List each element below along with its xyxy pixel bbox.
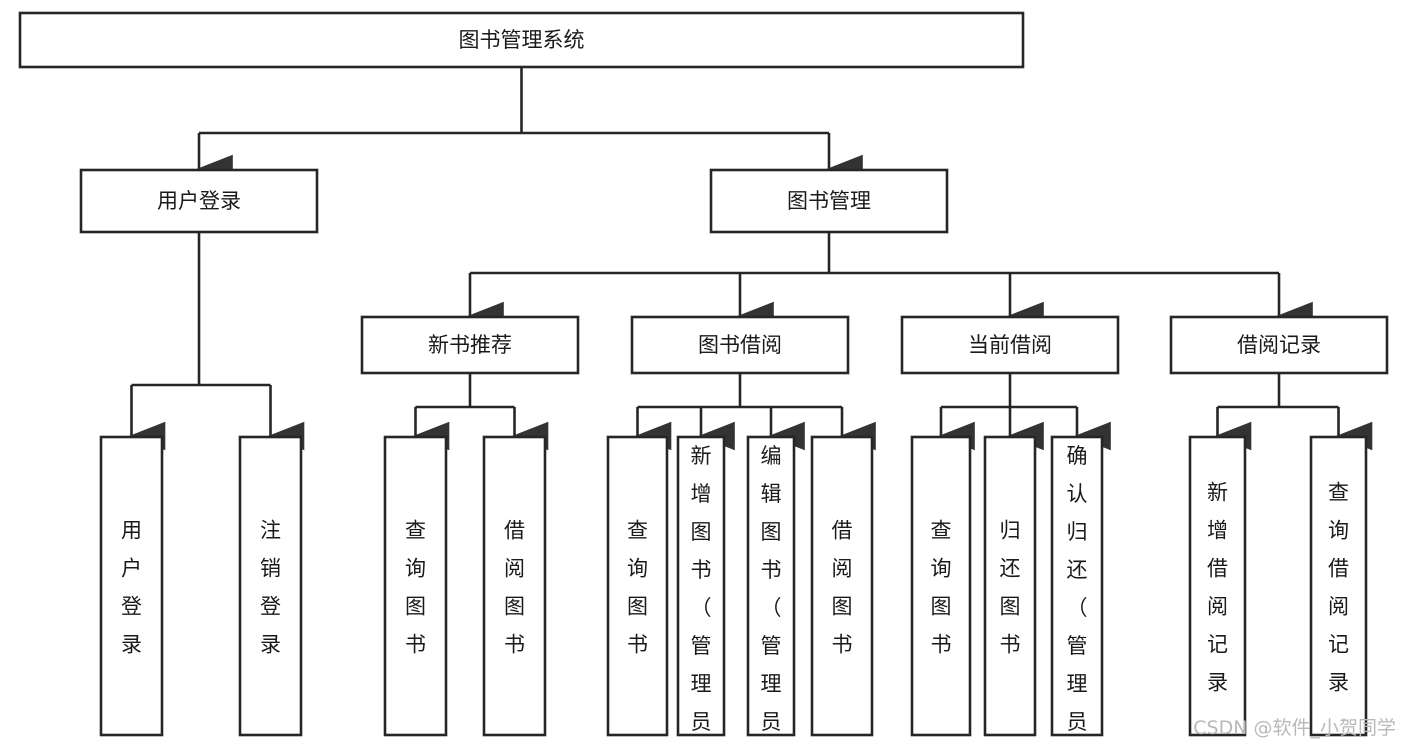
node-label: 新增图书（管理员）: [691, 444, 712, 747]
node-label: 当前借阅: [968, 333, 1052, 357]
node-box: [383, 435, 448, 737]
node-label: 编辑图书（管理员）: [761, 444, 782, 747]
node-leaf-查询图书[interactable]: 查询图书: [910, 435, 972, 737]
node-box: [606, 435, 669, 737]
node-label: 查询图书: [405, 518, 426, 656]
node-label: 图书管理: [787, 189, 871, 213]
node-box: [1188, 435, 1247, 737]
node-root-图书管理系统[interactable]: 图书管理系统: [18, 11, 1025, 69]
node-box: [709, 168, 949, 234]
node-label: 确认归还（管理员）: [1067, 444, 1088, 747]
node-l2-当前借阅[interactable]: 当前借阅: [900, 315, 1120, 375]
node-label: 查询图书: [931, 518, 952, 656]
node-leaf-归还图书[interactable]: 归还图书: [983, 435, 1037, 737]
node-box: [238, 435, 303, 737]
node-label: 图书管理系统: [459, 28, 585, 52]
node-label: 借阅记录: [1237, 333, 1321, 357]
node-box: [900, 315, 1120, 375]
connector-layer: [128, 67, 1373, 451]
node-box: [810, 435, 874, 737]
node-label: 查询图书: [627, 518, 648, 656]
node-l1-图书管理[interactable]: 图书管理: [709, 168, 949, 234]
node-box: [99, 435, 164, 737]
node-leaf-用户登录[interactable]: 用户登录: [99, 435, 164, 737]
node-leaf-借阅图书[interactable]: 借阅图书: [482, 435, 547, 737]
node-layer: 图书管理系统用户登录图书管理新书推荐图书借阅当前借阅借阅记录用户登录注销登录查询…: [18, 11, 1389, 747]
node-leaf-借阅图书[interactable]: 借阅图书: [810, 435, 874, 737]
node-leaf-新增借阅记录[interactable]: 新增借阅记录: [1188, 435, 1247, 737]
node-label: 借阅图书: [832, 518, 853, 656]
node-label: 注销登录: [260, 518, 281, 656]
node-box: [18, 11, 1025, 69]
node-l2-新书推荐[interactable]: 新书推荐: [360, 315, 580, 375]
node-box: [630, 315, 850, 375]
node-leaf-编辑图书管理员[interactable]: 编辑图书（管理员）: [746, 435, 796, 747]
node-label: 用户登录: [121, 518, 142, 656]
csdn-watermark: CSDN @软件_小贺同学: [1193, 717, 1396, 739]
node-label: 新书推荐: [428, 333, 512, 357]
node-box: [79, 168, 319, 234]
node-l2-图书借阅[interactable]: 图书借阅: [630, 315, 850, 375]
node-label: 查询借阅记录: [1328, 480, 1349, 694]
node-box: [1309, 435, 1368, 737]
node-label: 用户登录: [157, 189, 241, 213]
node-box: [910, 435, 972, 737]
node-l1-用户登录[interactable]: 用户登录: [79, 168, 319, 234]
node-box: [676, 435, 726, 737]
node-l2-借阅记录[interactable]: 借阅记录: [1169, 315, 1389, 375]
node-box: [482, 435, 547, 737]
node-label: 图书借阅: [698, 333, 782, 357]
node-box: [983, 435, 1037, 737]
node-box: [360, 315, 580, 375]
node-leaf-查询图书[interactable]: 查询图书: [383, 435, 448, 737]
node-label: 归还图书: [1000, 518, 1021, 656]
node-leaf-确认归还管理员[interactable]: 确认归还（管理员）: [1050, 435, 1104, 747]
node-leaf-注销登录[interactable]: 注销登录: [238, 435, 303, 737]
node-box: [746, 435, 796, 737]
node-label: 新增借阅记录: [1207, 480, 1228, 694]
node-box: [1050, 435, 1104, 737]
node-label: 借阅图书: [504, 518, 525, 656]
node-leaf-新增图书管理员[interactable]: 新增图书（管理员）: [676, 435, 726, 747]
node-leaf-查询借阅记录[interactable]: 查询借阅记录: [1309, 435, 1368, 737]
node-box: [1169, 315, 1389, 375]
node-leaf-查询图书[interactable]: 查询图书: [606, 435, 669, 737]
